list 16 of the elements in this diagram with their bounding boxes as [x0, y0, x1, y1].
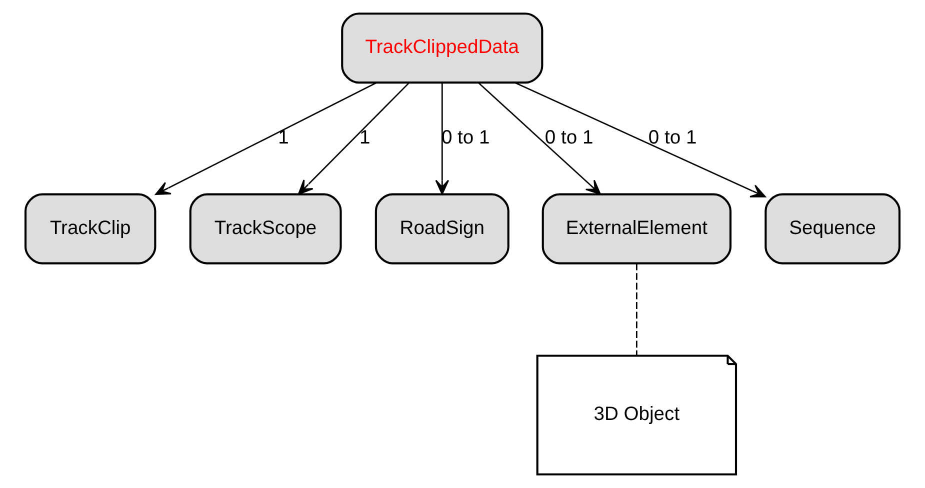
node-box: RoadSign — [374, 193, 510, 264]
arrow — [155, 82, 377, 196]
edge-label: 0 to 1 — [544, 128, 594, 149]
edge-label: 0 to 1 — [648, 128, 697, 149]
node-box: TrackScope — [189, 193, 342, 264]
connector — [636, 263, 638, 356]
edge-label: 1 — [360, 128, 370, 149]
node-box: TrackClippedData — [341, 12, 544, 84]
arrow — [514, 82, 766, 198]
arrow — [435, 82, 450, 195]
node-box: ExternalElement — [542, 193, 732, 264]
node-box: Sequence — [764, 193, 901, 264]
arrow — [298, 82, 410, 195]
node-box: TrackClip — [24, 193, 156, 264]
arrow — [478, 82, 601, 195]
edge-label: 1 — [278, 128, 289, 149]
